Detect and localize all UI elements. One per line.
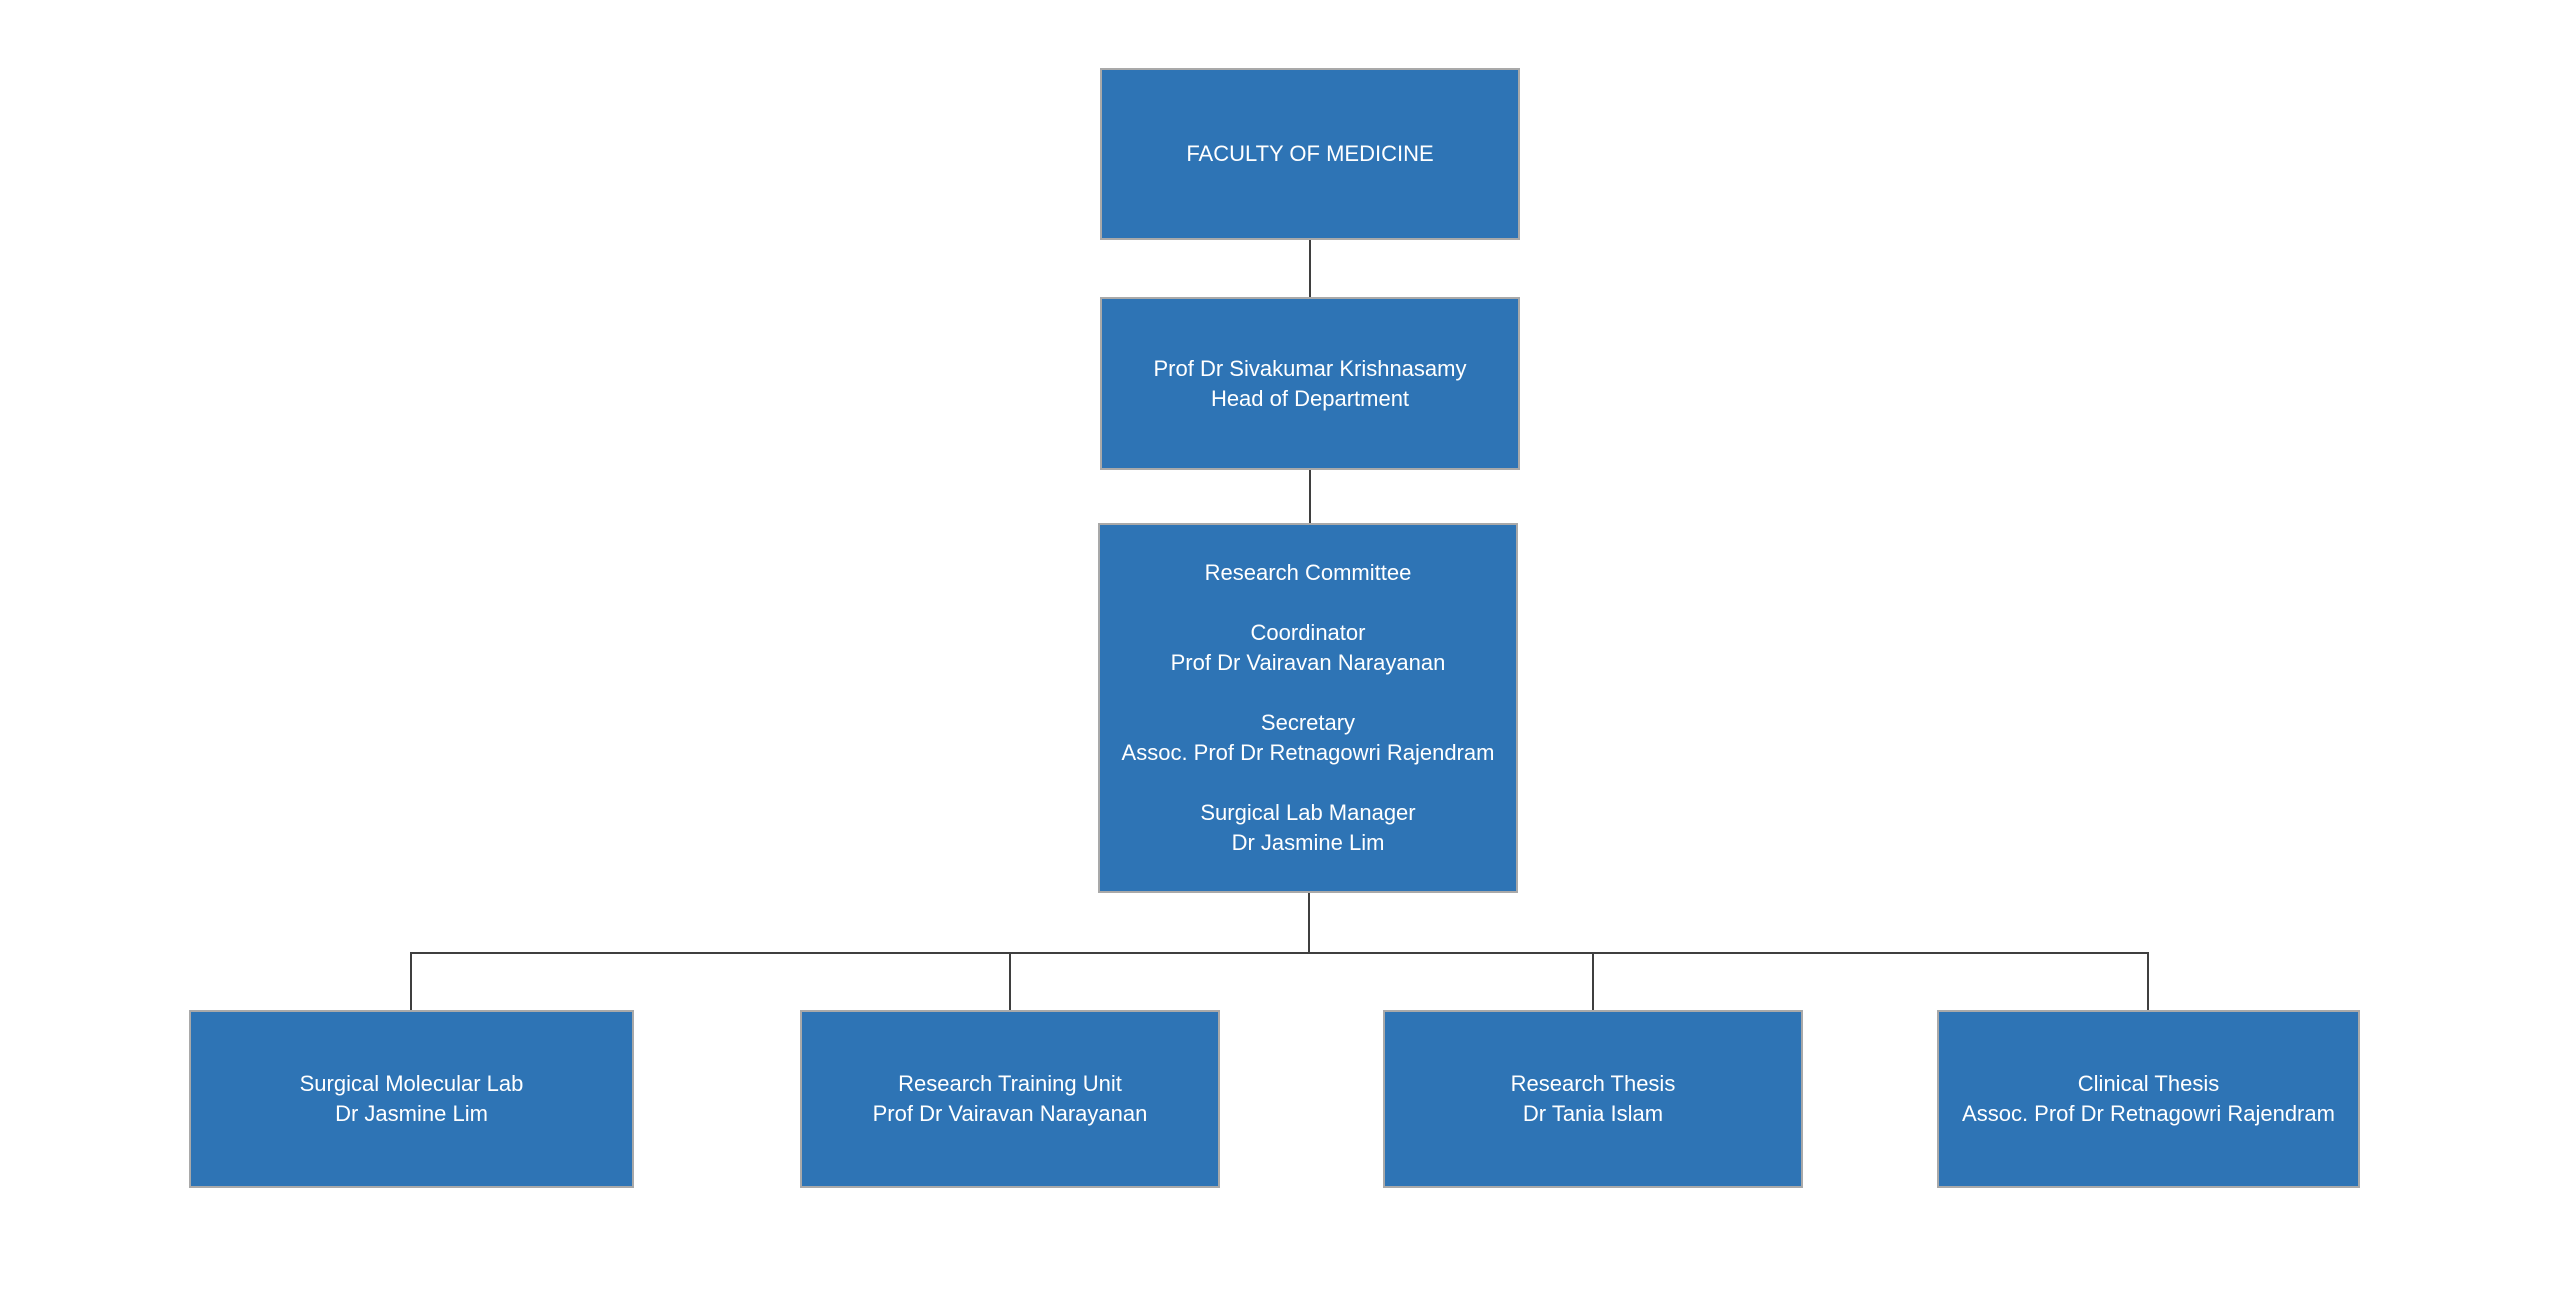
committee-role-name: Assoc. Prof Dr Retnagowri Rajendram	[1121, 740, 1495, 765]
connector-horizontal-bus	[410, 952, 2149, 954]
node-research-committee: Research Committee Coordinator Prof Dr V…	[1098, 523, 1518, 893]
unit-name: Prof Dr Vairavan Narayanan	[872, 1101, 1148, 1126]
committee-role-name: Dr Jasmine Lim	[1231, 830, 1385, 855]
head-name: Prof Dr Sivakumar Krishnasamy	[1153, 355, 1467, 381]
committee-role-title: Secretary	[1260, 710, 1356, 735]
connector-faculty-to-head	[1309, 240, 1311, 297]
node-surgical-molecular-lab: Surgical Molecular Lab Dr Jasmine Lim	[189, 1010, 634, 1188]
connector-stub-clinical-thesis	[2147, 952, 2149, 1010]
unit-title: Clinical Thesis	[2077, 1071, 2220, 1096]
faculty-title: FACULTY OF MEDICINE	[1186, 141, 1434, 166]
committee-title: Research Committee	[1204, 560, 1412, 585]
node-research-training-unit: Research Training Unit Prof Dr Vairavan …	[800, 1010, 1220, 1188]
connector-stub-research-thesis	[1592, 952, 1594, 1010]
unit-title: Surgical Molecular Lab	[299, 1071, 524, 1096]
head-role: Head of Department	[1210, 385, 1410, 411]
connector-stub-surgical-lab	[410, 952, 412, 1010]
committee-role-title: Surgical Lab Manager	[1200, 800, 1416, 825]
connector-head-to-committee	[1309, 470, 1311, 523]
unit-title: Research Training Unit	[898, 1071, 1122, 1096]
unit-name: Assoc. Prof Dr Retnagowri Rajendram	[1962, 1101, 2335, 1126]
unit-title: Research Thesis	[1510, 1071, 1676, 1096]
node-head-of-department: Prof Dr Sivakumar Krishnasamy Head of De…	[1100, 297, 1520, 470]
node-faculty-of-medicine: FACULTY OF MEDICINE	[1100, 68, 1520, 240]
node-clinical-thesis: Clinical Thesis Assoc. Prof Dr Retnagowr…	[1937, 1010, 2360, 1188]
connector-stub-training-unit	[1009, 952, 1011, 1010]
unit-name: Dr Tania Islam	[1522, 1101, 1664, 1126]
node-research-thesis: Research Thesis Dr Tania Islam	[1383, 1010, 1803, 1188]
unit-name: Dr Jasmine Lim	[335, 1101, 488, 1126]
committee-role-name: Prof Dr Vairavan Narayanan	[1170, 650, 1446, 675]
committee-role-title: Coordinator	[1250, 620, 1366, 645]
connector-committee-to-bus	[1308, 893, 1310, 954]
